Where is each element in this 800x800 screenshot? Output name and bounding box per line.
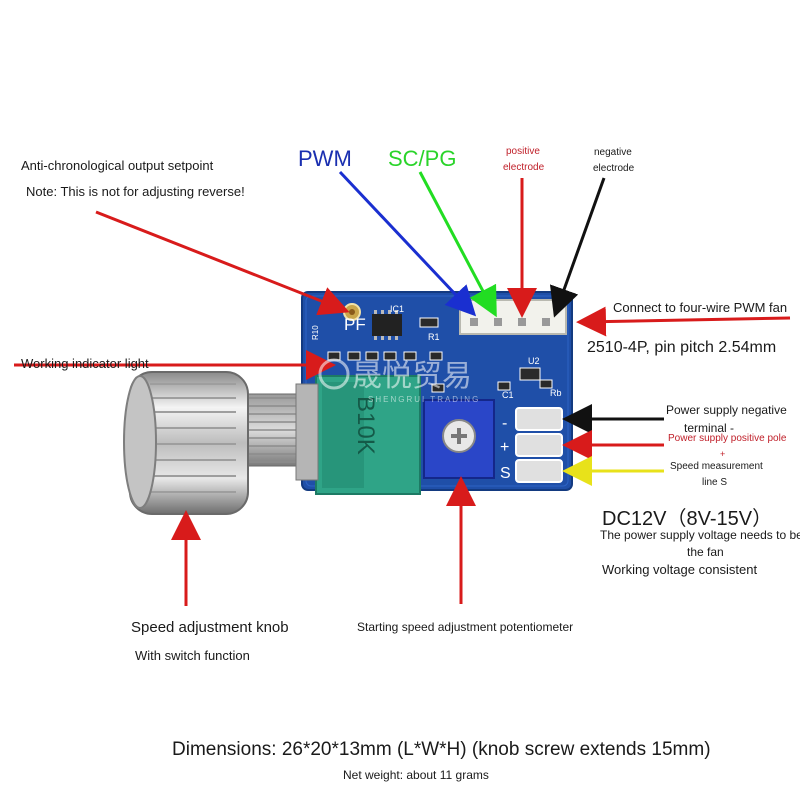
arrow-negative-electrode bbox=[549, 177, 606, 318]
watermark-logo-icon bbox=[318, 358, 350, 390]
label-start-pot: Starting speed adjustment potentiometer bbox=[357, 620, 574, 634]
label-anti-chrono: Anti-chronological output setpoint bbox=[21, 158, 214, 173]
label-connect-fan: Connect to four-wire PWM fan bbox=[613, 300, 788, 315]
speed-adjustment-knob bbox=[123, 371, 319, 515]
pcb-board bbox=[301, 291, 573, 495]
arrow-pwm bbox=[338, 170, 477, 317]
ic1-chip bbox=[372, 314, 402, 336]
label-negative-1: negative bbox=[594, 147, 632, 158]
silk-pf: PF bbox=[344, 315, 366, 334]
label-note: Note: This is not for adjusting reverse! bbox=[26, 184, 245, 199]
label-speed-knob: Speed adjustment knob bbox=[131, 619, 289, 636]
arrow-scpg bbox=[418, 171, 497, 318]
callout-arrows bbox=[14, 170, 791, 606]
label-positive-1: positive bbox=[506, 146, 540, 157]
silk-ic1: IC1 bbox=[390, 304, 404, 314]
silk-u2: U2 bbox=[528, 356, 540, 366]
silk-minus: - bbox=[502, 415, 507, 432]
arrow-output-setpoint bbox=[95, 210, 350, 316]
label-voltage-note-2: the fan bbox=[687, 545, 724, 559]
watermark-main: 晟悦贸易 bbox=[352, 359, 472, 394]
label-psu-pos-1: Power supply positive pole bbox=[668, 433, 787, 444]
label-dc-voltage: DC12V（8V-15V） bbox=[602, 508, 773, 530]
silk-c1: C1 bbox=[502, 390, 514, 400]
label-working-light: Working indicator light bbox=[21, 356, 149, 371]
label-speed-line-2: line S bbox=[702, 477, 728, 488]
arrow-connect-fan bbox=[576, 306, 791, 337]
silk-plus: + bbox=[500, 439, 509, 456]
label-voltage-note-1: The power supply voltage needs to be wit bbox=[600, 528, 800, 542]
label-voltage-note-3: Working voltage consistent bbox=[602, 562, 758, 577]
label-psu-neg-2: terminal - bbox=[684, 421, 735, 435]
label-switch-function: With switch function bbox=[135, 648, 250, 663]
label-net-weight: Net weight: about 11 grams bbox=[343, 768, 489, 782]
label-psu-pos-2: + bbox=[720, 449, 726, 459]
label-scpg: SC/PG bbox=[388, 146, 457, 171]
watermark-sub: SHENGRUI TRADING bbox=[368, 395, 480, 404]
label-negative-2: electrode bbox=[593, 163, 635, 174]
label-dimensions: Dimensions: 26*20*13mm (L*W*H) (knob scr… bbox=[172, 739, 711, 760]
silk-b10k: B10K bbox=[352, 396, 379, 455]
label-speed-line-1: Speed measurement bbox=[670, 461, 763, 472]
watermark: 晟悦贸易 SHENGRUI TRADING bbox=[318, 358, 480, 404]
label-psu-neg-1: Power supply negative bbox=[666, 403, 787, 417]
b10k-potentiometer-body bbox=[315, 375, 421, 495]
silk-s: S bbox=[500, 465, 511, 482]
label-connector-spec: 2510-4P, pin pitch 2.54mm bbox=[587, 339, 777, 356]
silk-rb: Rb bbox=[550, 388, 562, 398]
label-pwm: PWM bbox=[298, 146, 352, 171]
label-positive-2: electrode bbox=[503, 162, 545, 173]
starting-speed-potentiometer bbox=[423, 399, 495, 479]
power-terminal-pads bbox=[515, 407, 563, 483]
fan-connector-2510-4p bbox=[459, 299, 567, 335]
silk-r10: R10 bbox=[311, 325, 320, 340]
silk-r1: R1 bbox=[428, 332, 440, 342]
